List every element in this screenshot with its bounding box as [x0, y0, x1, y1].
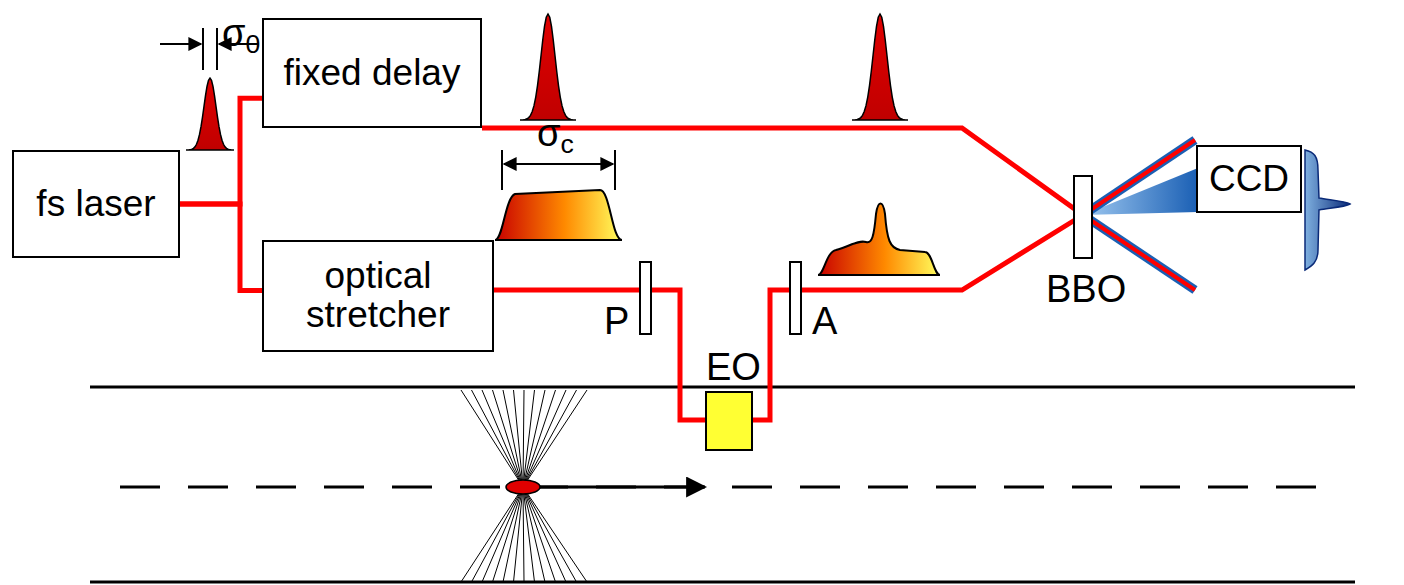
field-line [482, 390, 523, 487]
ccd-trace [1305, 150, 1350, 270]
eo-crystal [706, 392, 752, 450]
ccd-box: CCD [1196, 145, 1302, 213]
field-line [514, 390, 524, 487]
field-line [523, 487, 577, 582]
outgoing-beams [1083, 140, 1195, 290]
field-line [514, 487, 524, 582]
modulated-pulse [818, 204, 940, 276]
field-line [493, 390, 524, 487]
field-line [523, 390, 545, 487]
field-line [461, 487, 523, 582]
bbo-crystal [1074, 176, 1092, 258]
field-line [461, 390, 523, 487]
box-label: optical stretcher [264, 257, 492, 335]
crystal-label: BBO [1046, 270, 1126, 308]
electron-bunch [506, 480, 540, 494]
sigmac-marker [502, 150, 615, 190]
box-label: fs laser [36, 185, 155, 224]
box-label: CCD [1209, 160, 1289, 199]
gaussian-pulse [186, 78, 234, 150]
field-line [523, 390, 556, 487]
laser-box: fs laser [12, 150, 180, 258]
laser-beam [482, 128, 1083, 420]
box-label: fixed delay [284, 54, 461, 93]
field-line [482, 487, 523, 582]
field-line [523, 487, 566, 582]
crystal-label: EO [706, 348, 761, 386]
gaussian-pulse [852, 14, 908, 120]
analyzer [790, 262, 801, 334]
field-line [503, 487, 523, 582]
chirp-width-label: σc [537, 114, 574, 157]
bunch-direction-arrow [540, 486, 705, 489]
field-line [472, 390, 524, 487]
field-line [523, 487, 587, 582]
analyzer-label: A [812, 302, 837, 340]
field-line [523, 390, 524, 487]
field-line [523, 487, 524, 582]
polarizer [640, 262, 651, 334]
field-line [503, 390, 523, 487]
chirped-pulse [495, 190, 622, 240]
laser-beam [180, 204, 262, 290]
delay-box: fixed delay [262, 18, 482, 128]
beam-pipe [90, 387, 1355, 582]
stretcher-box: optical stretcher [262, 240, 494, 352]
field-line [523, 390, 577, 487]
gaussian-pulse [520, 14, 576, 120]
field-line [523, 390, 566, 487]
field-line [472, 487, 524, 582]
laser-beam [180, 98, 262, 204]
field-line [523, 390, 587, 487]
field-line [523, 487, 556, 582]
polarizer-label: P [604, 302, 629, 340]
pulse-width-label: σ0 [222, 14, 260, 57]
field-line [523, 487, 545, 582]
field-line [493, 487, 524, 582]
